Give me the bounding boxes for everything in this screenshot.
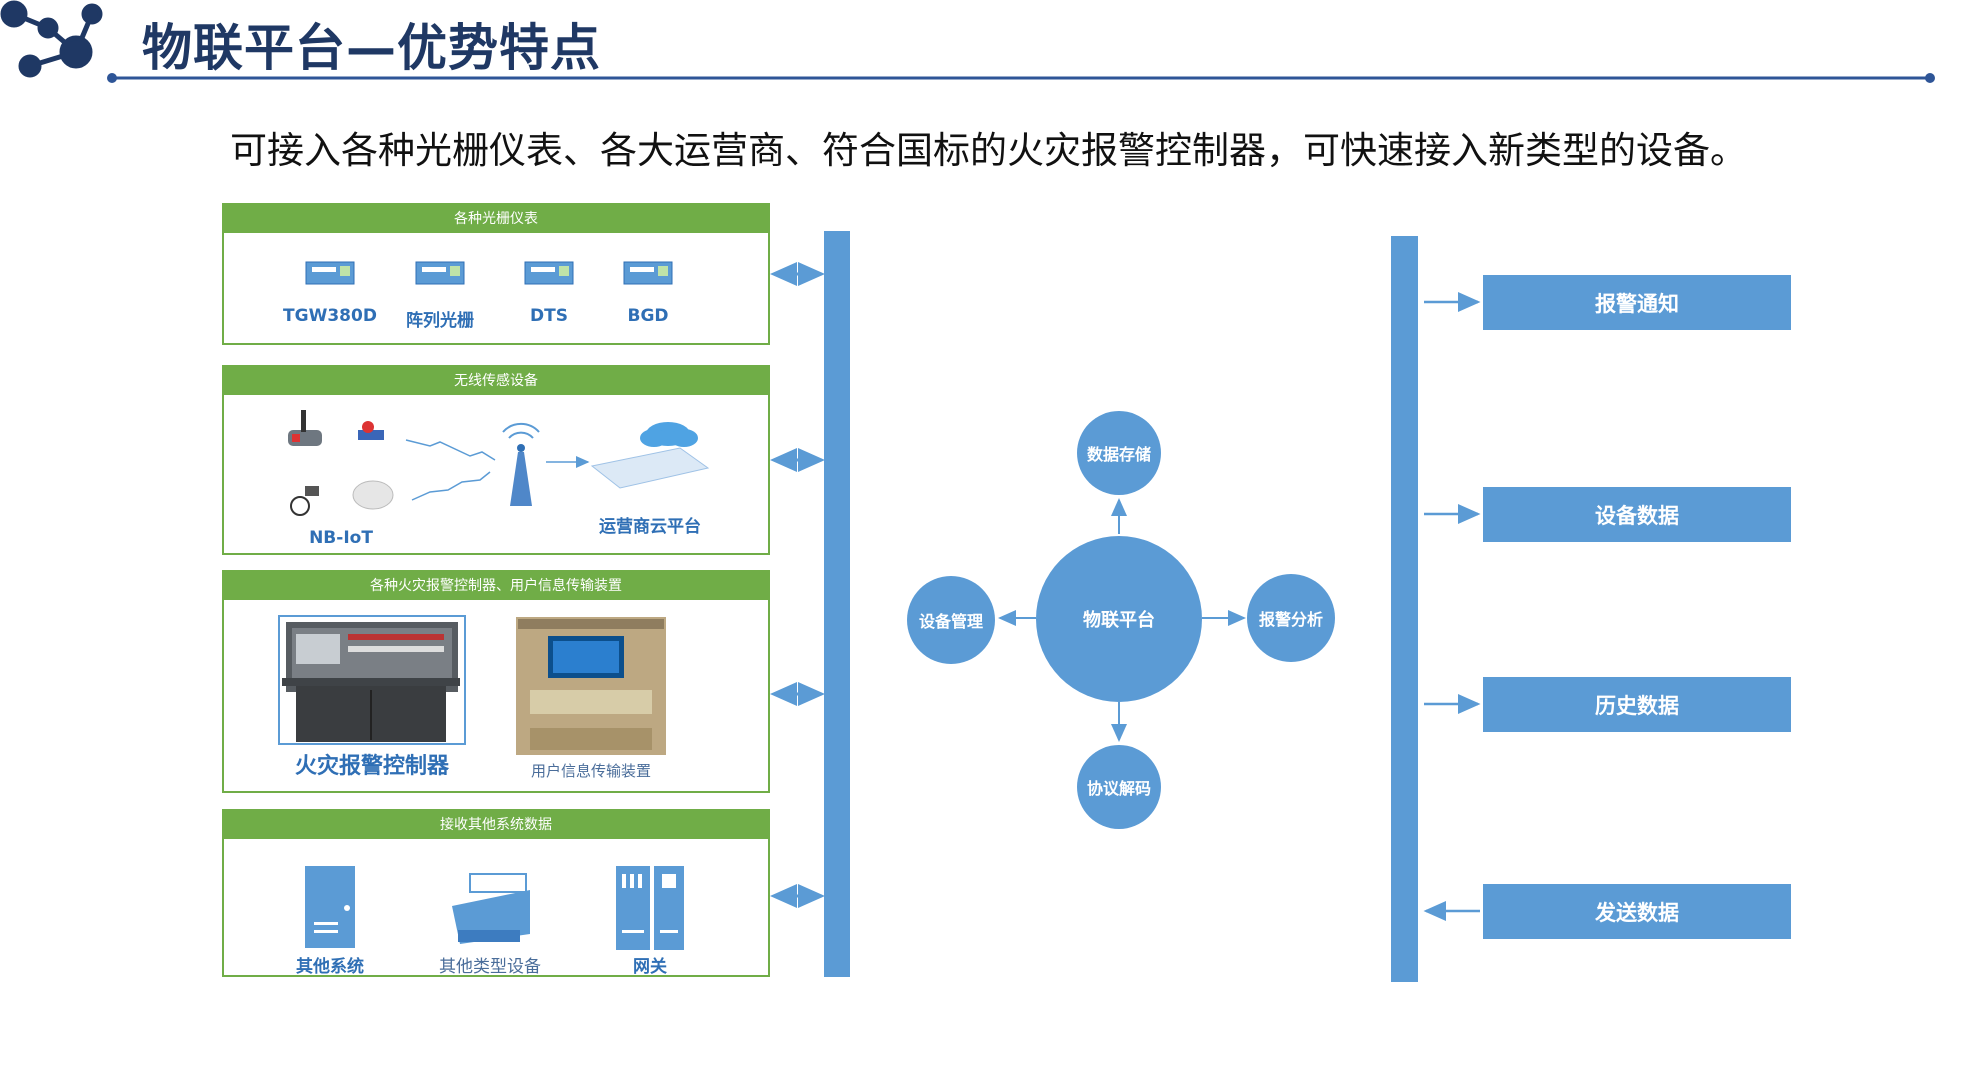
- fire-controller-label: 火灾报警控制器: [294, 754, 449, 779]
- data-storage-node: 数据存储: [1077, 411, 1161, 495]
- instrument-icon: [524, 261, 574, 285]
- output-arrows: [1423, 292, 1481, 921]
- cloud-platform-label: 运营商云平台: [599, 517, 701, 537]
- other-device-label: 其他类型设备: [439, 957, 541, 977]
- device-label-bgd: BGD: [627, 306, 669, 326]
- output-alarm-notification: 报警通知: [1483, 275, 1791, 330]
- output-bus-bar: [1391, 236, 1418, 982]
- panel-title: 接收其他系统数据: [224, 811, 768, 839]
- network-logo-icon: [0, 0, 103, 78]
- sensor-icon: [288, 410, 322, 446]
- page-title: 物联平台—优势特点: [142, 19, 601, 77]
- alarm-analysis-node: 报警分析: [1247, 574, 1335, 662]
- output-device-data: 设备数据: [1483, 487, 1791, 542]
- panel-title: 各种火灾报警控制器、用户信息传输装置: [224, 572, 768, 600]
- headline-text: 可接入各种光栅仪表、各大运营商、符合国标的火灾报警控制器，可快速接入新类型的设备…: [230, 129, 1747, 172]
- platform-hub: 物联平台: [1036, 536, 1202, 702]
- user-info-transmitter-icon: [516, 617, 666, 755]
- antenna-tower-icon: [502, 422, 540, 506]
- device-label-dts: DTS: [530, 306, 568, 326]
- fire-controller-icon: [278, 615, 466, 745]
- panel-bus-arrows: [770, 262, 825, 908]
- input-bus-bar: [824, 231, 850, 977]
- device-label-tgw380d: TGW380D: [283, 306, 377, 326]
- device-label-array-grating: 阵列光栅: [406, 311, 474, 331]
- gateway-label: 网关: [633, 957, 667, 977]
- panel-wireless-sensors: 无线传感设备: [222, 365, 770, 555]
- other-system-label: 其他系统: [296, 957, 364, 977]
- cloud-platform-icon: [590, 422, 710, 489]
- signal-icon: [405, 439, 496, 501]
- device-management-node: 设备管理: [907, 576, 995, 664]
- protocol-decode-node: 协议解码: [1077, 745, 1161, 829]
- panel-title: 各种光栅仪表: [224, 205, 768, 233]
- nbiot-label: NB-IoT: [309, 528, 373, 548]
- instrument-icon: [623, 261, 673, 285]
- panel-title: 无线传感设备: [224, 367, 768, 395]
- valve-icon: [358, 421, 384, 440]
- panel-grating-instruments: 各种光栅仪表: [222, 203, 770, 345]
- gateway-icon: [616, 866, 684, 950]
- probe-icon: [290, 486, 319, 516]
- transmitter-label: 用户信息传输装置: [530, 762, 651, 780]
- server-icon: [305, 866, 355, 948]
- printer-device-icon: [452, 873, 530, 944]
- instrument-icon: [415, 261, 465, 285]
- output-history-data: 历史数据: [1483, 677, 1791, 732]
- instrument-icon: [305, 261, 355, 285]
- smoke-detector-icon: [352, 480, 394, 510]
- hub-arrows: [998, 498, 1246, 742]
- output-send-data: 发送数据: [1483, 884, 1791, 939]
